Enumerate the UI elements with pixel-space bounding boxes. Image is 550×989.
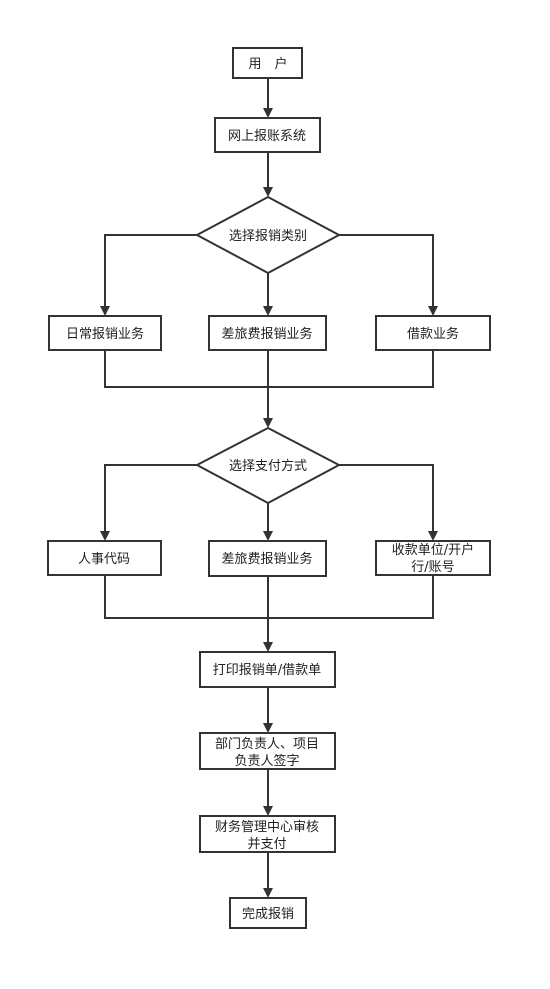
node-personnel-label: 人事代码 xyxy=(78,552,130,567)
node-payee-label-line1: 收款单位/开户 xyxy=(392,542,474,558)
node-personnel: 人事代码 xyxy=(47,540,162,576)
node-payee-label-line2: 行/账号 xyxy=(411,560,454,575)
node-system-label: 网上报账系统 xyxy=(228,129,306,144)
node-travel-2: 差旅费报销业务 xyxy=(208,540,327,577)
node-sign-label-line1: 部门负责人、项目 xyxy=(215,737,319,752)
node-daily-label: 日常报销业务 xyxy=(66,326,144,342)
connectors xyxy=(100,78,438,898)
node-system: 网上报账系统 xyxy=(214,117,321,153)
node-travel-1: 差旅费报销业务 xyxy=(208,315,327,351)
node-print: 打印报销单/借款单 xyxy=(199,651,336,688)
node-loan-label: 借款业务 xyxy=(407,326,459,342)
node-payee: 收款单位/开户 行/账号 xyxy=(375,540,491,576)
arrow-payment-to-payee xyxy=(339,464,438,541)
decision-choose-payment: 选择支付方式 xyxy=(194,426,342,505)
arrow-type-to-daily xyxy=(100,234,197,316)
arrow-payment-to-personnel xyxy=(100,464,197,541)
node-loan: 借款业务 xyxy=(375,315,491,351)
node-travel-1-label: 差旅费报销业务 xyxy=(221,326,312,342)
node-sign: 部门负责人、项目 负责人签字 xyxy=(199,732,336,770)
decision-choose-type: 选择报销类别 xyxy=(194,195,342,275)
node-finance: 财务管理中心审核 并支付 xyxy=(199,815,336,853)
node-complete-label: 完成报销 xyxy=(242,907,294,922)
arrow-type-to-loan xyxy=(339,234,438,316)
decision-choose-type-label: 选择报销类别 xyxy=(229,229,307,244)
node-finance-label-line2: 并支付 xyxy=(247,837,286,852)
node-complete: 完成报销 xyxy=(229,897,307,929)
node-daily: 日常报销业务 xyxy=(48,315,162,351)
node-print-label: 打印报销单/借款单 xyxy=(213,663,321,678)
node-travel-2-label: 差旅费报销业务 xyxy=(221,551,312,567)
decision-choose-payment-label: 选择支付方式 xyxy=(229,458,307,474)
node-finance-label-line1: 财务管理中心审核 xyxy=(215,819,319,835)
node-sign-label-line2: 负责人签字 xyxy=(234,753,299,769)
node-user-label: 用 户 xyxy=(248,56,287,72)
node-user: 用 户 xyxy=(232,47,303,79)
